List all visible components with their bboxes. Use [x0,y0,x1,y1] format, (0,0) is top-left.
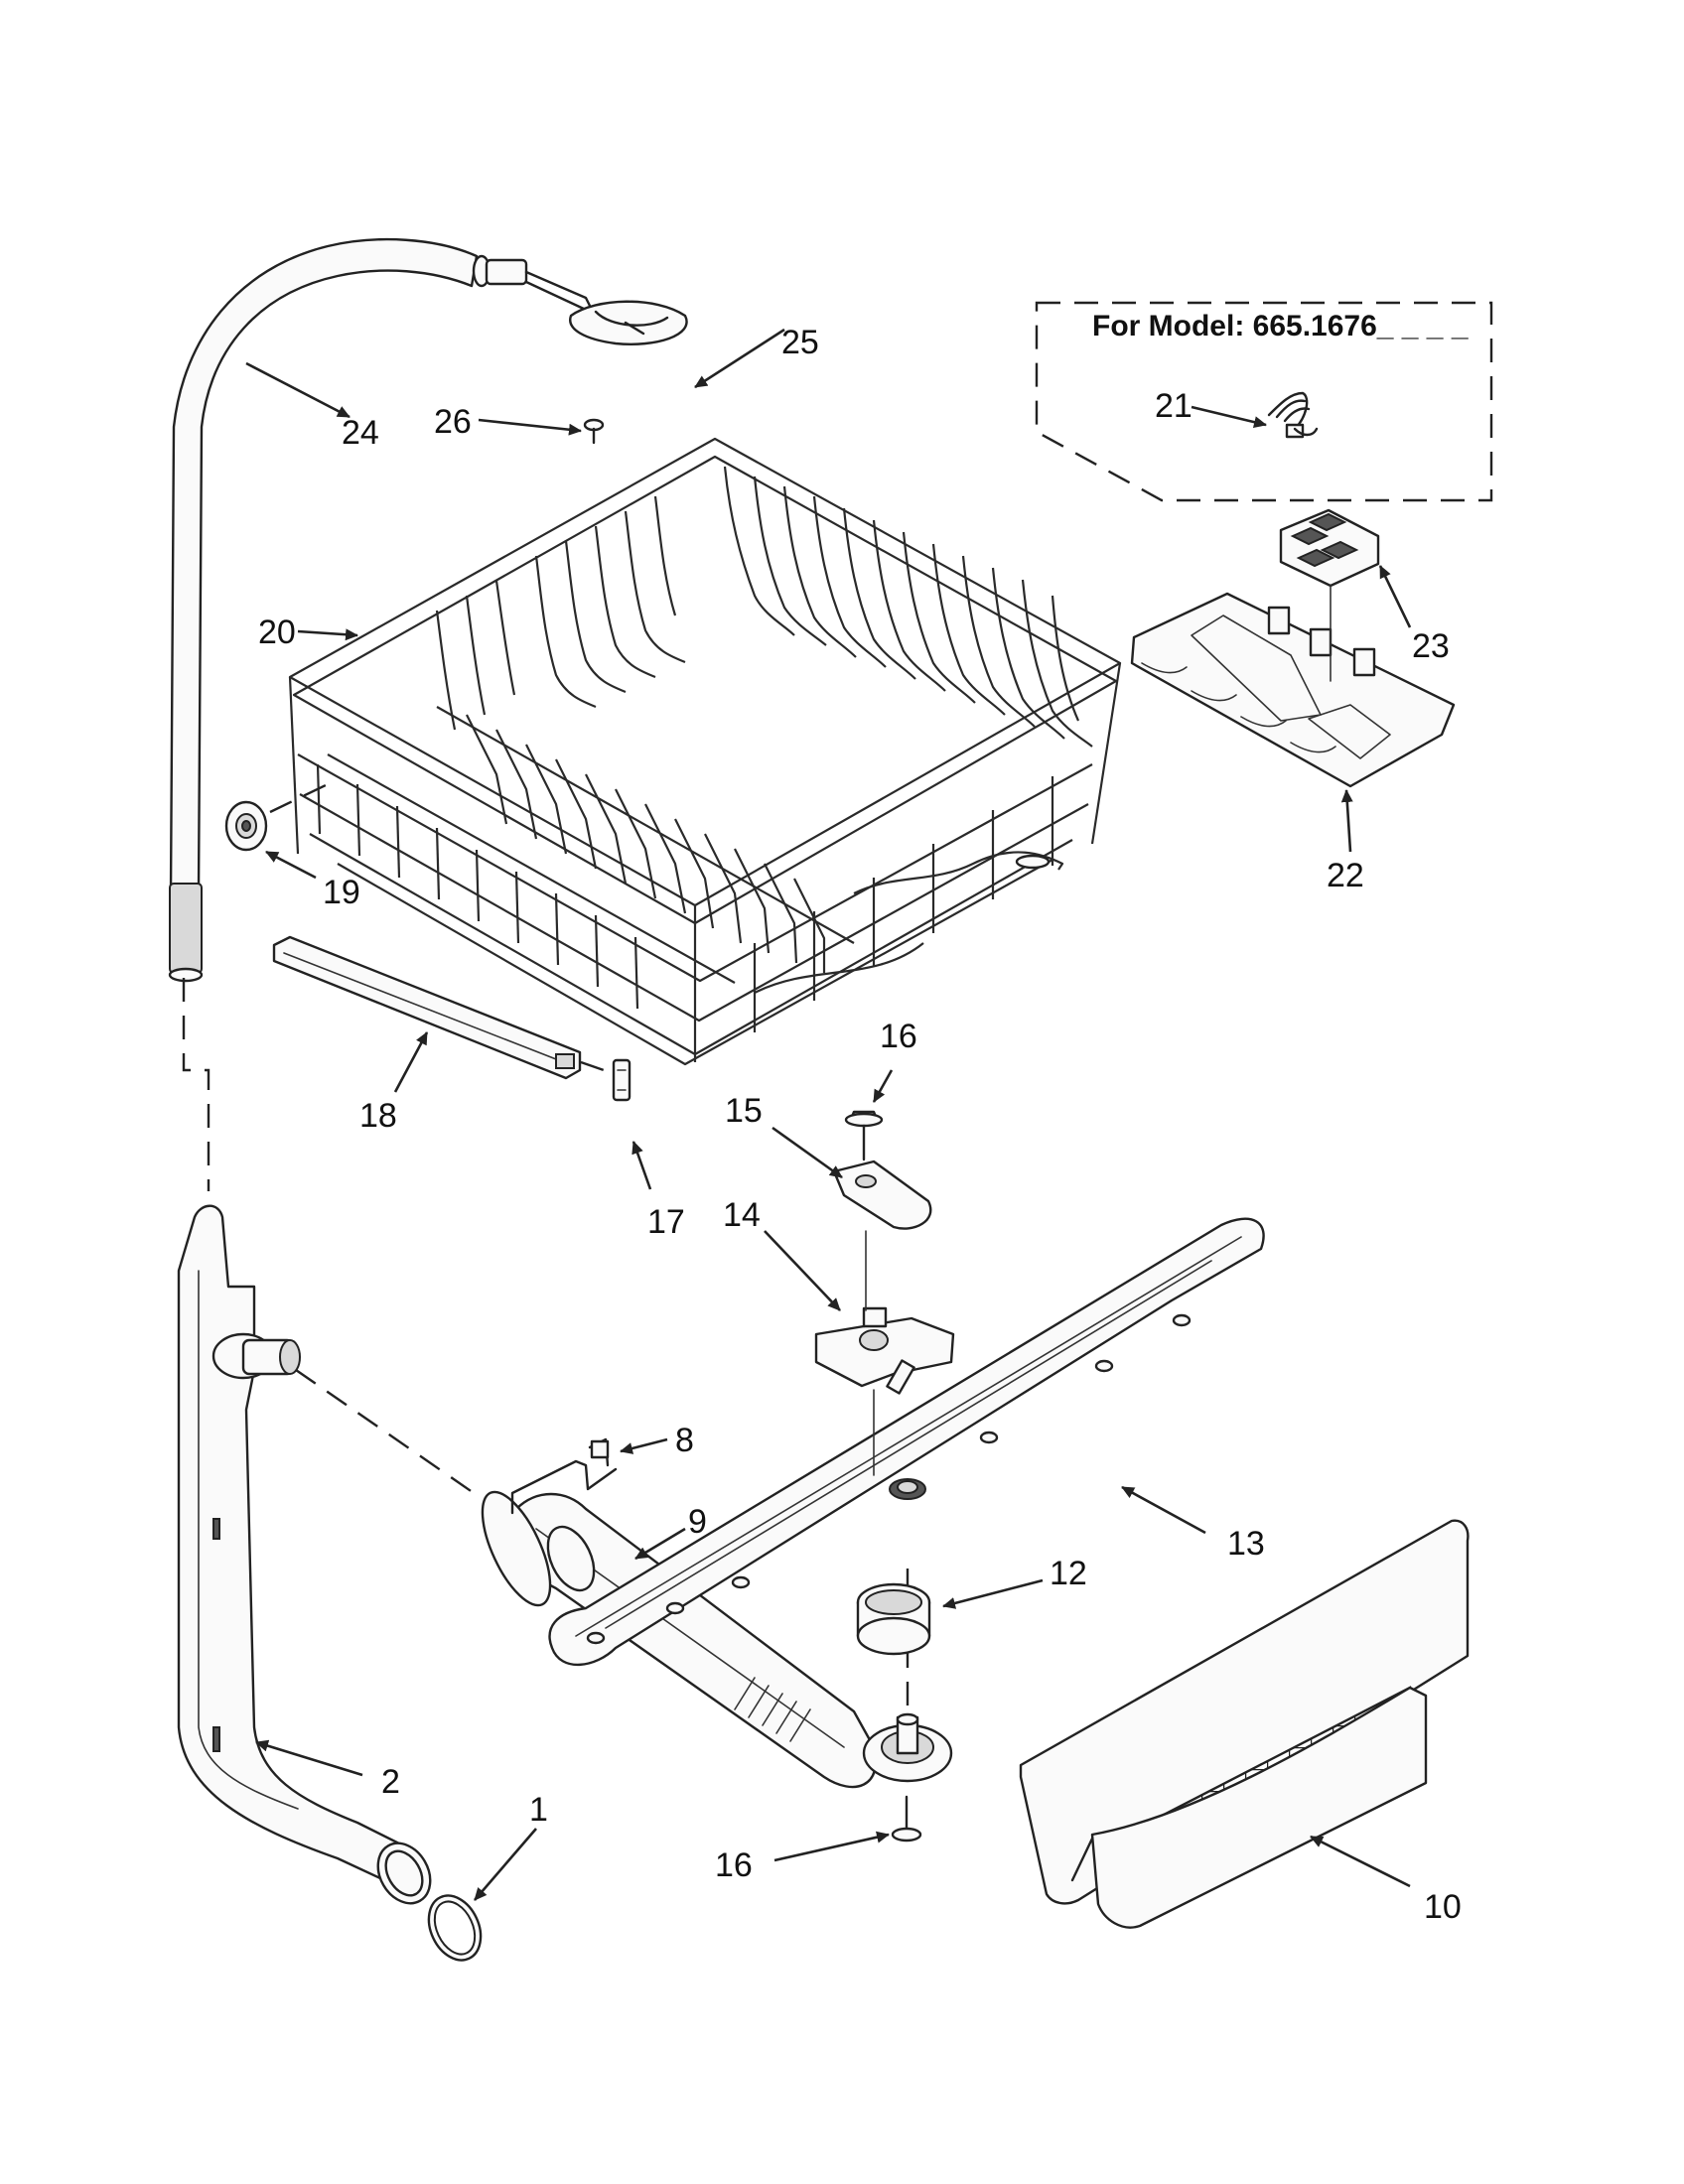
label-25: 25 [781,324,819,361]
arrow-16-bottom [773,1831,890,1862]
screw-16-top [844,1110,884,1161]
arrow-13 [1121,1485,1206,1535]
arrow-18 [393,1031,429,1093]
spray-arm-part [548,1217,1265,1667]
arrow-21 [1191,405,1267,429]
arrow-8 [620,1437,668,1454]
arrow-19 [265,850,317,880]
label-22: 22 [1327,857,1364,894]
label-16-bottom: 16 [715,1846,753,1884]
screw-16-bottom [891,1795,922,1843]
conduit-part [481,1490,953,1789]
arrow-26 [478,418,582,436]
arrow-10 [1310,1835,1411,1888]
label-12: 12 [1050,1555,1087,1592]
manifold-tube-part [177,1204,478,1905]
label-19: 19 [323,874,360,911]
label-26: 26 [434,403,472,441]
label-24: 24 [342,414,379,452]
label-20: 20 [258,614,296,651]
insert-part-23 [1279,508,1380,682]
model-box-title: For Model: 665.1676_ _ _ _ [1092,310,1469,342]
label-10: 10 [1424,1888,1462,1926]
rack-wheel-part [224,800,268,852]
arrow-14 [764,1230,841,1311]
label-17: 17 [647,1203,685,1241]
arrow-24 [245,361,351,419]
rack-rail-part [272,935,582,1080]
label-15: 15 [725,1092,763,1130]
clip-part-8 [510,1437,618,1515]
label-2: 2 [381,1763,400,1801]
arrow-1 [474,1828,537,1901]
wire-clip-part [1267,391,1319,439]
o-ring-part [427,1894,483,1962]
label-18: 18 [359,1097,397,1135]
filter-screen-part [1019,1519,1470,1929]
label-13: 13 [1227,1525,1265,1563]
label-16-top: 16 [880,1018,917,1055]
arrow-9 [634,1527,686,1561]
arrow-2 [255,1739,363,1777]
model-box: For Model: 665.1676_ _ _ _ 21 [1035,301,1493,502]
arrow-20 [297,628,358,641]
screw-26 [583,418,605,445]
ring-part-12 [856,1582,931,1656]
arrow-23 [1378,565,1412,628]
label-9: 9 [688,1503,707,1541]
arrow-25 [694,328,785,389]
dash-19 [269,782,329,814]
label-14: 14 [723,1196,761,1234]
arrow-12 [942,1578,1044,1609]
bearing-part-14 [814,1306,955,1476]
bracket-part-15 [832,1160,932,1311]
fill-tube-part [168,237,688,983]
rail-stop-part [580,1058,632,1102]
arrow-22 [1340,789,1353,853]
label-21: 21 [1155,387,1193,425]
arrow-16-top [872,1069,894,1103]
label-23: 23 [1412,627,1450,665]
label-1: 1 [529,1791,548,1829]
connection-dash-1 [182,978,210,1191]
dish-rack-part [288,437,1122,1066]
tray-part-22 [1130,592,1456,788]
arrow-17 [632,1141,652,1190]
label-8: 8 [675,1422,694,1459]
arrow-15 [772,1126,843,1179]
